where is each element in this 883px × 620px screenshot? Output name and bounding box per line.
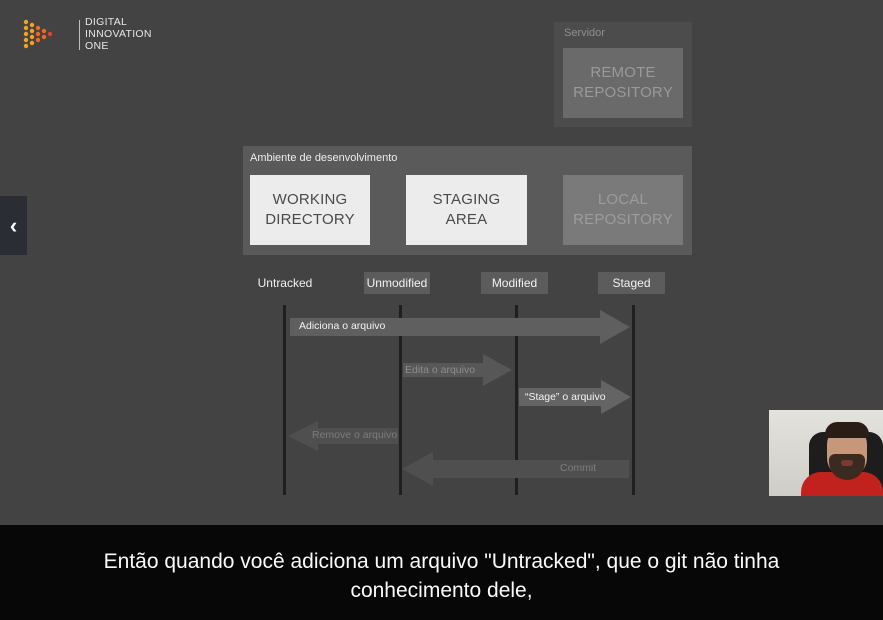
local-repository-line-2: REPOSITORY <box>573 211 673 228</box>
working-directory-box: WORKING DIRECTORY <box>250 175 370 245</box>
remote-repository-line-1: REMOTE <box>590 64 656 81</box>
logo-text: DIGITAL INNOVATION ONE <box>85 16 152 52</box>
ambiente-panel: Ambiente de desenvolvimento WORKING DIRE… <box>243 146 692 255</box>
state-untracked: Untracked <box>257 276 313 290</box>
state-staged: Staged <box>598 272 665 294</box>
arrows-layer <box>288 310 631 486</box>
edita-arrow-shape <box>403 354 512 386</box>
logo-line-3: ONE <box>85 40 109 52</box>
local-repository-line-1: LOCAL <box>597 191 649 208</box>
lifeline-untracked <box>283 305 286 495</box>
dio-logo: DIGITAL INNOVATION ONE <box>22 14 152 54</box>
local-repository-box: LOCAL REPOSITORY <box>563 175 683 245</box>
remove-arrow-shape <box>288 421 398 451</box>
subtitle-text: Então quando você adiciona um arquivo "U… <box>40 547 843 605</box>
stage-arrow-shape <box>519 380 631 414</box>
logo-divider <box>79 20 80 50</box>
subtitle-bar <box>0 525 883 620</box>
adiciona-arrow-shape <box>290 310 630 344</box>
staging-area-line-2: AREA <box>445 211 488 228</box>
subtitle-line-1: Então quando você adiciona um arquivo "U… <box>103 550 780 573</box>
previous-chevron-button[interactable]: ‹ <box>0 196 27 255</box>
remove-arrow-label: Remove o arquivo <box>312 429 398 441</box>
lifeline-modified <box>515 305 518 495</box>
stage-arrow-label: “Stage” o arquivo <box>525 391 606 403</box>
lifeline-unmodified <box>399 305 402 495</box>
servidor-panel: Servidor REMOTE REPOSITORY <box>554 22 692 127</box>
presenter-webcam <box>769 410 883 496</box>
staging-area-box: STAGING AREA <box>406 175 527 245</box>
remote-repository-line-2: REPOSITORY <box>573 84 673 101</box>
logo-line-1: DIGITAL <box>85 16 128 28</box>
adiciona-arrow-label: Adiciona o arquivo <box>299 320 386 332</box>
subtitle-line-2: conhecimento dele, <box>350 579 533 602</box>
lifeline-staged <box>632 305 635 495</box>
commit-arrow-shape <box>402 452 629 486</box>
chevron-left-icon: ‹ <box>9 212 18 238</box>
working-directory-line-2: DIRECTORY <box>265 211 355 228</box>
ambiente-label: Ambiente de desenvolvimento <box>250 152 398 164</box>
working-directory-line-1: WORKING <box>272 191 348 208</box>
logo-line-2: INNOVATION <box>85 28 152 40</box>
dio-logo-icon <box>23 19 53 49</box>
video-frame: DIGITAL INNOVATION ONE Servidor REMOTE R… <box>0 0 883 525</box>
servidor-label: Servidor <box>564 27 605 39</box>
staging-area-line-1: STAGING <box>432 191 501 208</box>
state-modified: Modified <box>481 272 548 294</box>
state-unmodified: Unmodified <box>364 272 430 294</box>
remote-repository-box: REMOTE REPOSITORY <box>563 48 683 118</box>
commit-arrow-label: Commit <box>560 462 597 474</box>
edita-arrow-label: Edita o arquivo <box>405 364 476 376</box>
